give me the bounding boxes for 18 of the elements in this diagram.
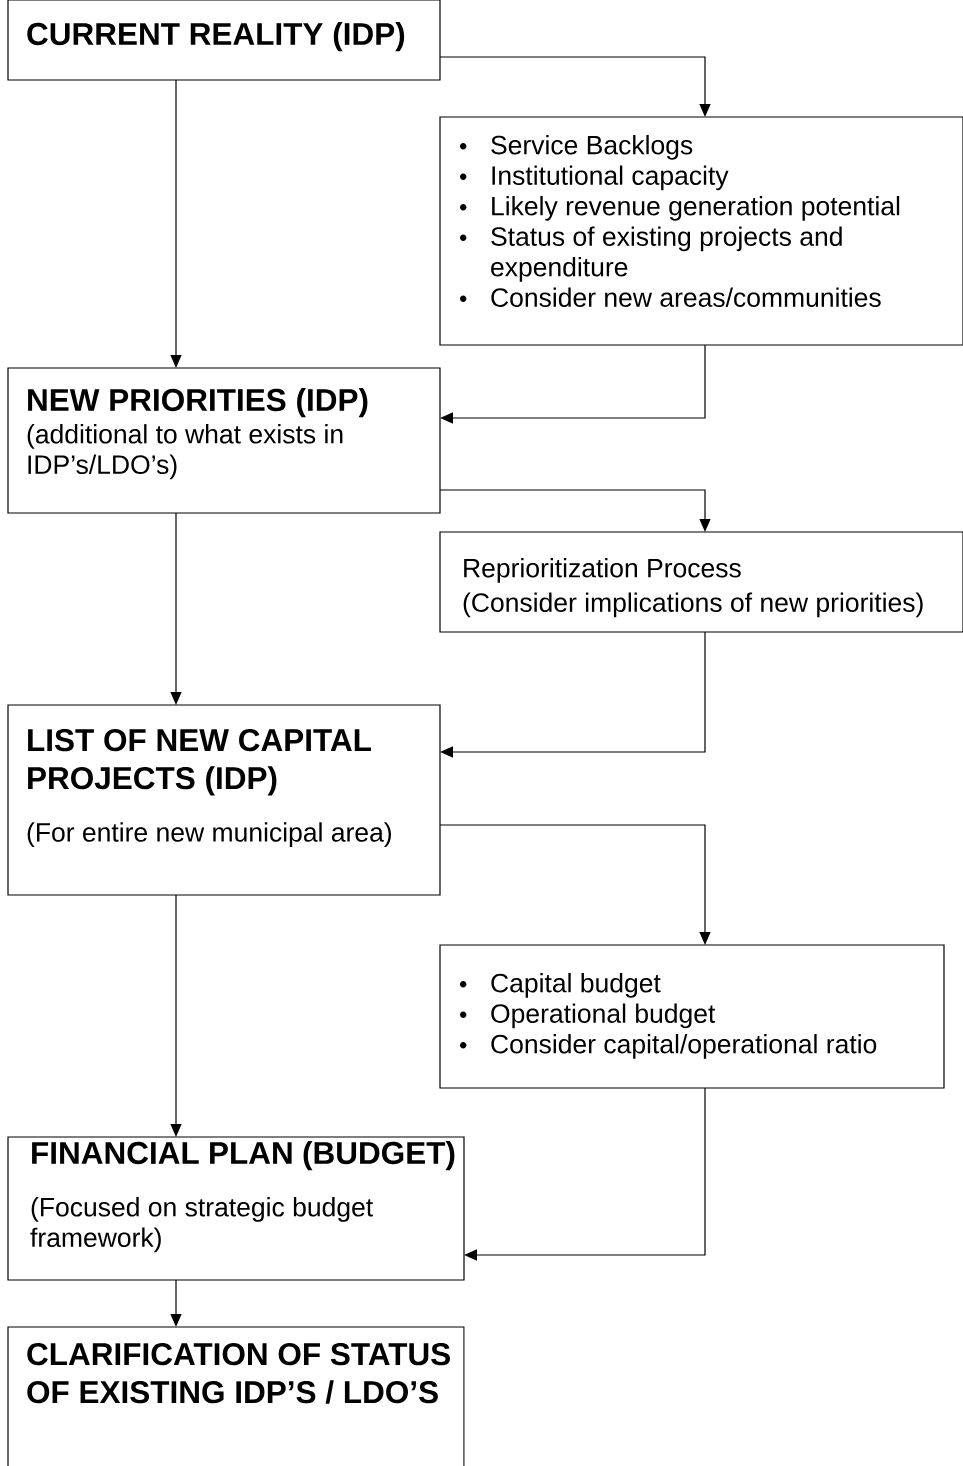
process-box: CURRENT REALITY (IDP) <box>7 0 441 81</box>
bullet-list-box: Capital budget Operational budget Consider capital/operational ratio <box>439 944 945 1089</box>
arrow <box>439 56 711 117</box>
process-box: CLARIFICATION OF STATUS OF EXISTING IDP’S / LDO’S <box>7 1326 465 1466</box>
arrow <box>440 344 706 424</box>
process-box: FINANCIAL PLAN (BUDGET) (Focused on strategic budget framework) <box>7 1136 465 1281</box>
process-box: LIST OF NEW CAPITAL PROJECTS (IDP) (For entire new municipal area) <box>7 704 441 896</box>
arrow <box>440 631 706 758</box>
arrow <box>170 79 182 368</box>
arrow <box>170 894 182 1137</box>
arrow <box>439 489 711 532</box>
arrow <box>464 1087 706 1261</box>
arrow <box>439 824 711 945</box>
bullet-list-box: Service Backlogs Institutional capacity Likely revenue generation potential Status of existing projects and expenditure Consider new areas/communities <box>439 116 963 346</box>
arrow <box>170 1279 182 1327</box>
process-box: NEW PRIORITIES (IDP) (additional to what exists in IDP’s/LDO’s) <box>7 367 441 514</box>
note-box: Reprioritization Process (Consider implications of new priorities) <box>439 531 963 633</box>
arrow <box>170 512 182 705</box>
